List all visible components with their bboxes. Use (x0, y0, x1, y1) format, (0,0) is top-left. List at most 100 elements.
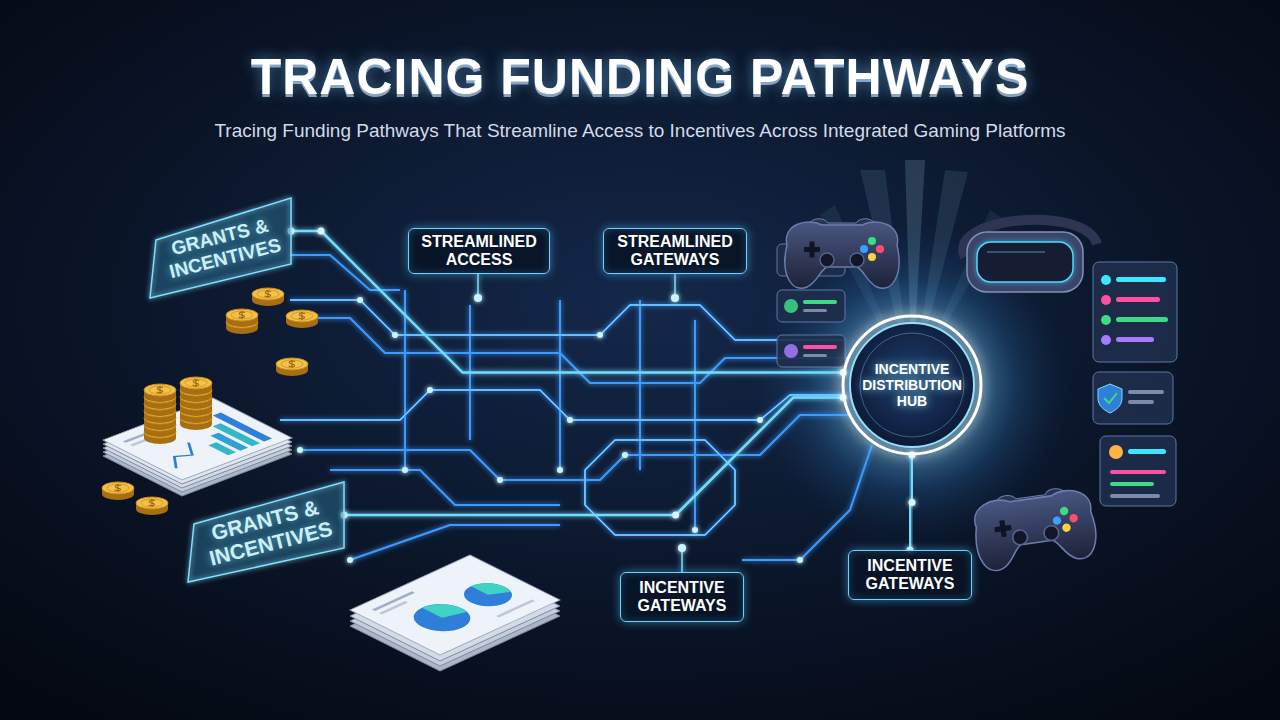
dashboard-panel (1116, 297, 1160, 302)
coin-stack (252, 288, 284, 306)
dashboard-panel (1101, 315, 1111, 325)
coin-stack (286, 310, 318, 328)
coin-stack (136, 497, 168, 515)
circuit-trace-highlight (280, 300, 845, 535)
dashboard-panel (1104, 393, 1117, 403)
box-label: STREAMLINED GATEWAYS (610, 233, 740, 270)
junction-dot (427, 387, 433, 393)
junction-dot (497, 477, 503, 483)
hub-ring (843, 316, 981, 454)
dashboard-panel (1128, 449, 1166, 454)
junction-dot (671, 294, 679, 302)
box-label: STREAMLINED ACCESS (415, 233, 543, 270)
trace-connector (291, 231, 843, 372)
junction-dot (392, 332, 398, 338)
circuit-trace (742, 445, 872, 560)
status-card (777, 290, 845, 322)
gateway-box: INCENTIVE GATEWAYS (620, 572, 744, 622)
junction-dot (567, 417, 573, 423)
game-controller (785, 219, 1099, 573)
subtitle-text: Tracing Funding Pathways That Streamline… (0, 120, 1280, 143)
box-label: INCENTIVE GATEWAYS (855, 557, 965, 594)
access-box: STREAMLINED ACCESS (408, 228, 550, 274)
circuit-trace (280, 390, 843, 420)
junction-dot (557, 467, 563, 473)
dashboard-panel (1110, 482, 1154, 486)
dashboard-panel (1116, 277, 1166, 282)
pie-report-stack (379, 601, 408, 614)
circuit-trace (639, 300, 641, 470)
coin-stack (102, 288, 318, 515)
dashboard-panel (1101, 295, 1111, 305)
junction-dot (909, 499, 916, 506)
circuit-trace-highlight (290, 300, 845, 340)
circuit-trace-highlight (585, 440, 735, 535)
circuit-trace (330, 470, 560, 505)
junction-dot (297, 447, 303, 453)
hub-label: INCENTIVE DISTRIBUTION HUB (851, 361, 973, 409)
report-stack (103, 398, 292, 496)
dashboard-panel (1101, 335, 1111, 345)
pie-report-stack (350, 555, 560, 655)
status-card (784, 344, 798, 358)
dashboard-panel (1116, 337, 1154, 342)
dashboard-panel (1100, 436, 1176, 506)
junction-dot (474, 294, 482, 302)
page-title: TRACING FUNDING PATHWAYS (0, 50, 1280, 105)
game-controller (970, 484, 1099, 573)
junction-dot (347, 557, 353, 563)
pie-report-stack (454, 578, 522, 611)
circuit-trace (559, 300, 561, 470)
gateway-box: STREAMLINED GATEWAYS (603, 228, 747, 274)
hub-ring (850, 323, 974, 447)
pie-report-stack (350, 555, 560, 655)
circuit-trace (694, 320, 696, 530)
coin-stack (226, 309, 258, 327)
coin-stack (276, 358, 308, 376)
status-card (803, 354, 827, 357)
junction-dot (297, 294, 803, 563)
grants-panel: GRANTS & INCENTIVES (150, 198, 295, 298)
report-stack (103, 398, 292, 480)
connector-group (288, 228, 916, 554)
coin-stack (180, 377, 212, 395)
junction-dot (357, 297, 363, 303)
pie-report-stack (422, 599, 468, 621)
coin-stack (102, 482, 134, 500)
pie-report-stack (471, 578, 513, 598)
circuit-trace (350, 525, 560, 560)
dashboard-panel (1128, 390, 1164, 394)
pie-report-stack (350, 555, 560, 671)
status-card (784, 299, 798, 313)
report-stack (103, 398, 292, 480)
junction-dot (597, 332, 603, 338)
circuit-trace (280, 255, 872, 560)
junction-dot (797, 557, 803, 563)
dashboard-panel (1110, 470, 1166, 474)
dashboard-panel (1110, 494, 1160, 498)
dashboard-panel (1093, 262, 1177, 506)
junction-dot (672, 512, 679, 519)
circuit-trace (585, 440, 735, 535)
dashboard-panel (1128, 400, 1154, 404)
junction-dot (318, 228, 325, 235)
pie-report-stack (496, 599, 535, 617)
vr-headset (963, 220, 1097, 292)
status-card (777, 335, 845, 367)
status-card (803, 300, 837, 304)
dashboard-panel (1093, 262, 1177, 362)
vr-headset (987, 252, 1045, 253)
junction-dot (622, 452, 628, 458)
trace-connector (344, 398, 843, 515)
vr-headset (977, 242, 1073, 282)
status-card (803, 309, 827, 312)
pie-report-stack (402, 599, 482, 637)
dashboard-panel (1116, 317, 1168, 322)
vr-headset (967, 232, 1083, 292)
junction-dot (678, 544, 686, 552)
dashboard-panel (1093, 372, 1173, 424)
game-controller (785, 219, 899, 288)
